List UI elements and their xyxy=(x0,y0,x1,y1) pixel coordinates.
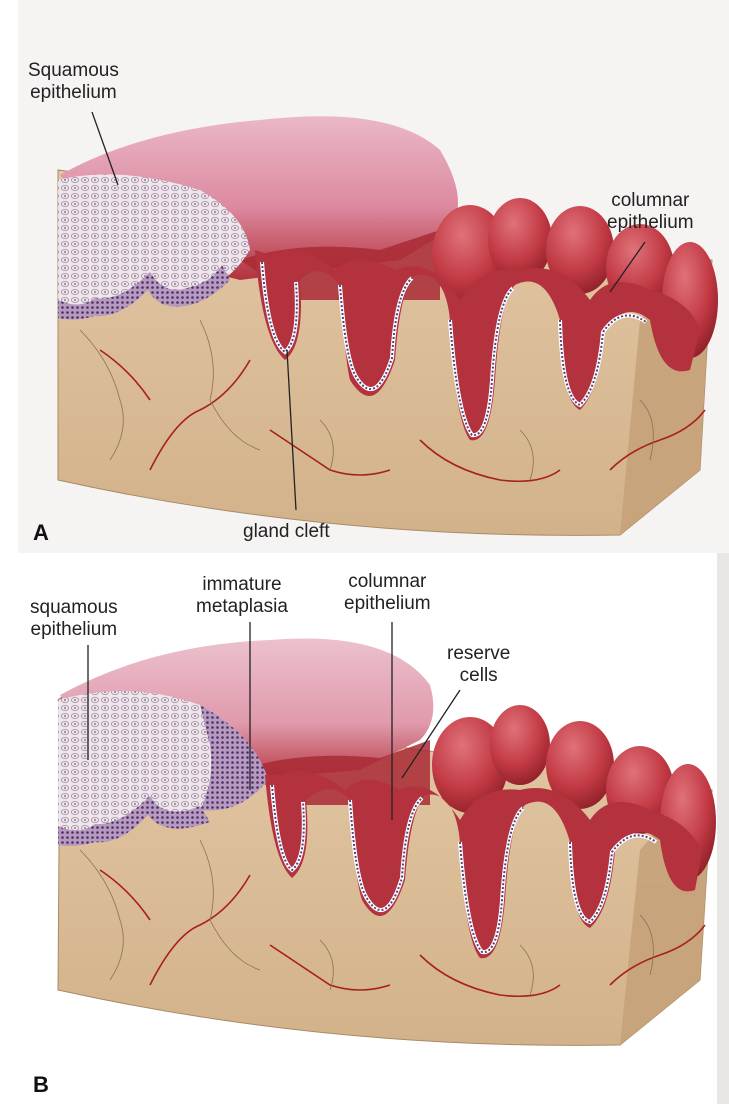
page-edge-shadow xyxy=(717,553,729,1104)
label-a-columnar-epithelium: columnar epithelium xyxy=(607,190,694,234)
label-b-squamous-epithelium: squamous epithelium xyxy=(30,597,118,641)
label-b-immature-metaplasia: immature metaplasia xyxy=(196,574,288,618)
panel-a-letter: A xyxy=(33,520,49,546)
label-a-gland-cleft: gland cleft xyxy=(243,521,330,543)
label-a-squamous-epithelium: Squamous epithelium xyxy=(28,60,119,104)
label-b-reserve-cells: reserve cells xyxy=(447,643,510,687)
panel-b-letter: B xyxy=(33,1072,49,1098)
label-b-columnar-epithelium: columnar epithelium xyxy=(344,571,431,615)
